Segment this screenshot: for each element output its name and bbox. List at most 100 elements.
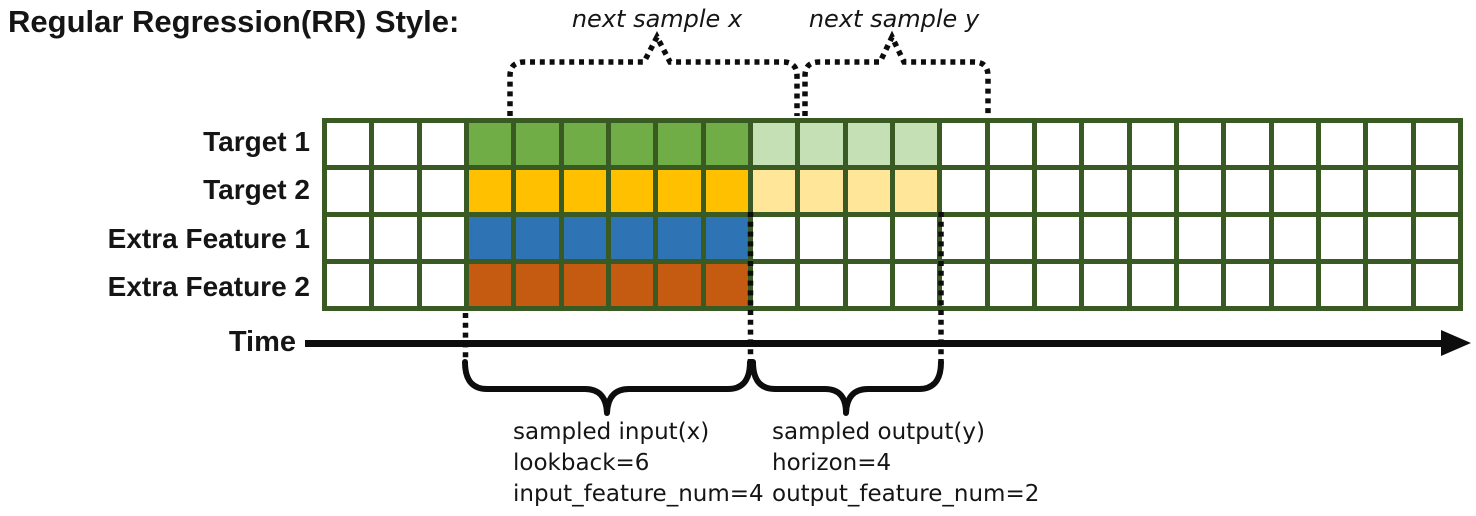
sampled-input-line: sampled input(x) [513,419,710,445]
sampled-output-text-block: sampled output(y) horizon=4 output_featu… [772,417,1039,510]
grid-cell-white [800,217,843,259]
grid-cell-white [1178,264,1222,306]
grid-cell-white [989,170,1032,212]
grid-cell-blue [468,217,512,259]
grid-cell-white [1084,217,1127,259]
grid-cell-blue [516,217,559,259]
grid-cell-blue [563,217,606,259]
grid-cell-white [1368,264,1411,306]
grid-cell-white [800,264,843,306]
grid-cell-orange [563,264,606,306]
grid-cell-light_gold [752,170,796,212]
row-label-target-1: Target 1 [203,126,310,158]
grid-cell-white [421,170,464,212]
grid-cell-green [705,123,748,165]
grid-cell-white [942,170,985,212]
grid-cell-white [1415,217,1458,259]
row-label-column: Target 1 Target 2 Extra Feature 1 Extra … [0,118,312,311]
grid-cell-white [421,264,464,306]
time-axis-line [305,340,1447,347]
grid-cell-gold [516,170,559,212]
grid-cell-white [847,217,890,259]
next-sample-x-label: next sample x [571,5,743,33]
grid-cell-white [327,264,370,306]
next-sample-x-brace [507,31,800,116]
grid-cell-white [1368,123,1411,165]
grid-cell-light_green [847,123,890,165]
grid-cell-light_gold [847,170,890,212]
grid-cell-white [1131,217,1174,259]
grid-cell-orange [610,264,654,306]
grid-cell-white [752,264,796,306]
grid-cell-white [374,217,417,259]
grid-cell-white [1415,123,1458,165]
grid-cell-white [374,170,417,212]
grid-cell-white [374,123,417,165]
grid-cell-light_green [800,123,843,165]
timeseries-grid [322,118,1463,311]
grid-cell-white [1226,123,1269,165]
grid-cell-green [658,123,701,165]
grid-cell-blue [658,217,701,259]
grid-cell-white [327,123,370,165]
grid-cell-gold [468,170,512,212]
grid-cell-white [847,264,890,306]
grid-cell-white [1368,170,1411,212]
next-sample-y-label: next sample y [808,5,980,33]
grid-cell-white [1226,264,1269,306]
input-feature-num-line: input_feature_num=4 [513,481,764,507]
grid-cell-white [1273,264,1316,306]
time-axis-label: Time [228,326,296,358]
grid-cell-light_gold [894,170,938,212]
grid-cell-white [1320,264,1364,306]
grid-cell-white [1084,123,1127,165]
grid-cell-white [1415,170,1458,212]
grid-cell-white [1131,264,1174,306]
grid-cell-white [1131,123,1174,165]
grid-cell-blue [610,217,654,259]
grid-cell-white [752,217,796,259]
grid-cell-white [989,217,1032,259]
grid-cell-white [374,264,417,306]
grid-cell-white [1320,170,1364,212]
grid-cell-white [942,217,985,259]
sampled-input-brace [462,359,753,416]
row-label-extra-feature-2: Extra Feature 2 [107,270,310,302]
row-label-extra-feature-1: Extra Feature 1 [107,222,310,254]
row-label-target-2: Target 2 [203,174,310,206]
grid-cell-white [1178,123,1222,165]
time-axis-arrowhead-icon [1441,330,1471,356]
grid-cell-white [1036,123,1080,165]
grid-cell-white [1320,123,1364,165]
grid-cell-white [1084,264,1127,306]
grid-cell-white [1415,264,1458,306]
grid-cell-white [1178,170,1222,212]
grid-cell-light_green [894,123,938,165]
grid-cell-white [1226,217,1269,259]
output-feature-num-line: output_feature_num=2 [772,481,1040,507]
lookback-line: lookback=6 [513,450,650,476]
grid-cell-white [942,123,985,165]
grid-cell-white [1273,170,1316,212]
grid-cell-white [1036,264,1080,306]
grid-cell-white [327,170,370,212]
grid-cell-white [1273,217,1316,259]
grid-cell-white [1368,217,1411,259]
grid-cell-light_gold [800,170,843,212]
grid-cell-white [1320,217,1364,259]
grid-cell-orange [658,264,701,306]
grid-cell-white [1178,217,1222,259]
grid-cell-white [421,123,464,165]
grid-cell-gold [610,170,654,212]
grid-cell-light_green [752,123,796,165]
grid-cell-white [989,264,1032,306]
grid-cell-white [989,123,1032,165]
grid-cell-gold [658,170,701,212]
grid-cell-white [894,264,938,306]
grid-cell-orange [516,264,559,306]
grid-cell-white [894,217,938,259]
grid-cell-white [1226,170,1269,212]
grid-cell-green [468,123,512,165]
grid-cell-orange [705,264,748,306]
